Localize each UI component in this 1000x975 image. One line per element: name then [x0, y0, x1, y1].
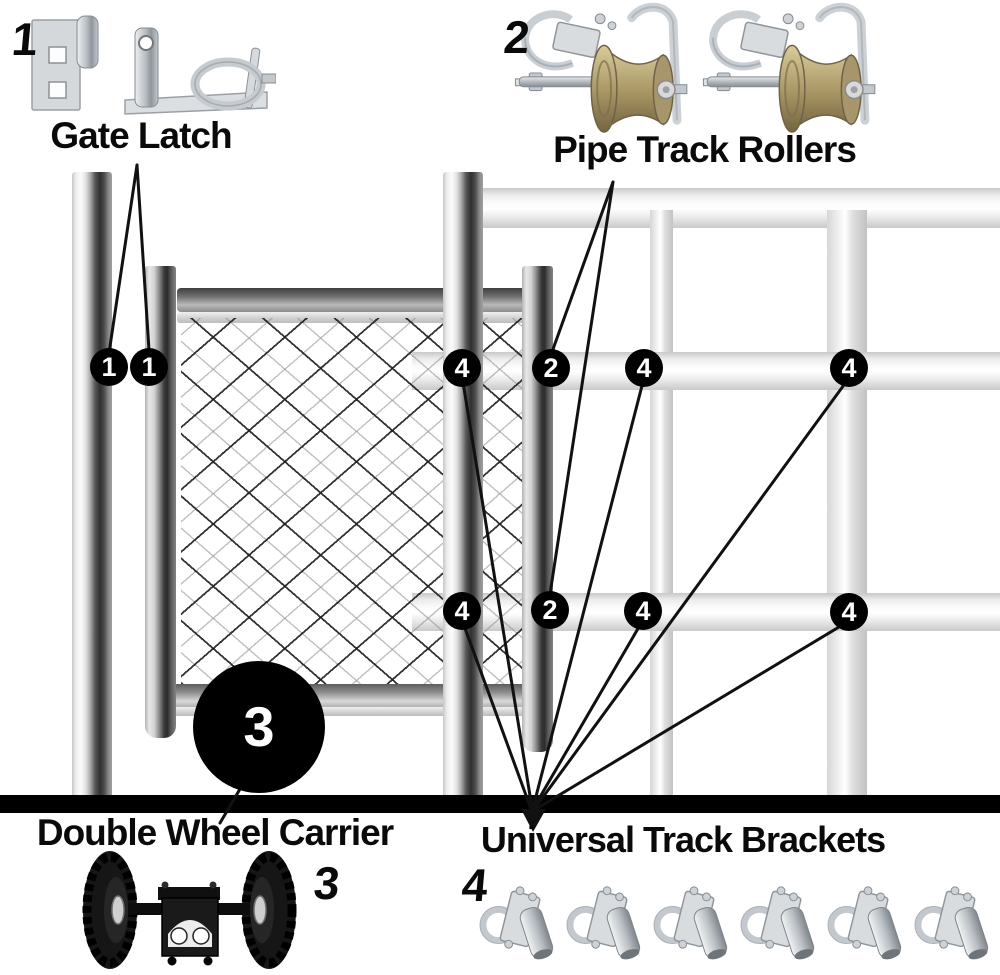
- track-bracket-image-4: [737, 886, 825, 964]
- track-bracket-image-2: [563, 886, 651, 964]
- down-arrow-icon: [521, 809, 546, 832]
- line-carrier-3: [218, 787, 242, 825]
- line-latch-1b: [135, 163, 151, 352]
- gate-frame-right-post: [522, 266, 553, 752]
- part-title-gate-latch: Gate Latch: [50, 115, 232, 156]
- gate-bottom-rail-highlight: [173, 707, 543, 716]
- gate-latch-image: [26, 12, 276, 120]
- line-roller-2a: [550, 180, 615, 354]
- gate-top-rail-highlight: [177, 312, 534, 323]
- callout-circle-4f: 4: [830, 593, 868, 631]
- callout-circle-2b: 2: [531, 591, 569, 629]
- line-bracket-b: [531, 376, 646, 810]
- callout-circle-4e: 4: [624, 592, 662, 630]
- callout-circle-2a: 2: [532, 349, 570, 387]
- part-title-universal-track-brackets: Universal Track Brackets: [480, 819, 886, 860]
- part-title-double-wheel-carrier: Double Wheel Carrier: [36, 812, 394, 853]
- part-title-pipe-track-rollers: Pipe Track Rollers: [553, 129, 857, 170]
- track-bracket-image-3: [650, 886, 738, 964]
- track-bracket-image-5: [824, 886, 912, 964]
- line-roller-2b: [548, 180, 615, 596]
- line-bracket-a: [460, 374, 534, 810]
- fixed-post-left: [72, 172, 112, 796]
- ground-track-bar: [0, 795, 1000, 813]
- fixed-post-right: [443, 172, 483, 796]
- callout-circle-1b: 1: [130, 348, 168, 386]
- callout-circle-3-big: 3: [193, 661, 325, 793]
- part-number-double-wheel-carrier: 3: [311, 857, 341, 909]
- gate-frame-left-post: [145, 266, 176, 738]
- part-number-universal-track-brackets: 4: [459, 859, 489, 911]
- callout-circle-4a: 4: [443, 349, 481, 387]
- line-bracket-d: [460, 618, 533, 811]
- callout-circle-4c: 4: [830, 349, 868, 387]
- line-latch-1a: [107, 163, 139, 355]
- line-bracket-f: [534, 619, 851, 811]
- callout-circle-1a: 1: [90, 348, 128, 386]
- pipe-roller-image-2: [700, 2, 895, 135]
- part-number-gate-latch: 1: [9, 13, 39, 65]
- callout-circle-4b: 4: [625, 349, 663, 387]
- fence-rail-top: [480, 188, 1000, 228]
- track-bracket-image-6: [911, 886, 999, 964]
- wheel-carrier-image: [72, 848, 307, 975]
- part-number-pipe-track-rollers: 2: [501, 11, 531, 63]
- callout-circle-4d: 4: [443, 592, 481, 630]
- track-bracket-image-1: [476, 886, 564, 964]
- pipe-roller-image-1: [512, 2, 707, 135]
- fence-post-right: [827, 210, 867, 796]
- line-bracket-e: [531, 618, 645, 811]
- line-bracket-c: [533, 376, 851, 810]
